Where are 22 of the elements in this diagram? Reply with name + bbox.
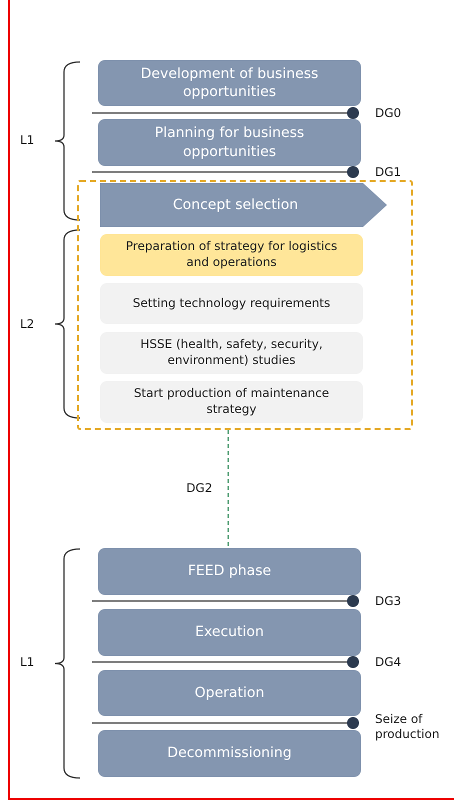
dashed-group-frame	[77, 180, 413, 430]
gate-label: Seize of production	[375, 712, 440, 742]
chevron-arrow-box: Concept selection	[100, 183, 387, 227]
process-box: FEED phase	[98, 548, 361, 595]
task-box: HSSE (health, safety, security, environment) studies	[100, 332, 363, 374]
gate-label: DG0	[375, 106, 402, 121]
level-label: L1	[20, 133, 36, 148]
task-box: Setting technology requirements	[100, 283, 363, 324]
highlighted-task-box: Preparation of strategy for logistics and operations	[100, 234, 363, 276]
gate-label: DG3	[375, 594, 402, 609]
process-box: Execution	[98, 609, 361, 656]
process-box: Operation	[98, 670, 361, 716]
process-box: Decommissioning	[98, 730, 361, 777]
gate-label: DG1	[375, 165, 402, 180]
process-box: Development of business opportunities	[98, 60, 361, 106]
level-label: L2	[20, 317, 36, 332]
process-box: Planning for business opportunities	[98, 119, 361, 166]
dashed-connector	[228, 430, 229, 548]
edge-label: DG2	[186, 481, 212, 496]
level-label: L1	[20, 655, 36, 670]
task-box: Start production of maintenance strategy	[100, 381, 363, 423]
gate-label: DG4	[375, 655, 402, 670]
